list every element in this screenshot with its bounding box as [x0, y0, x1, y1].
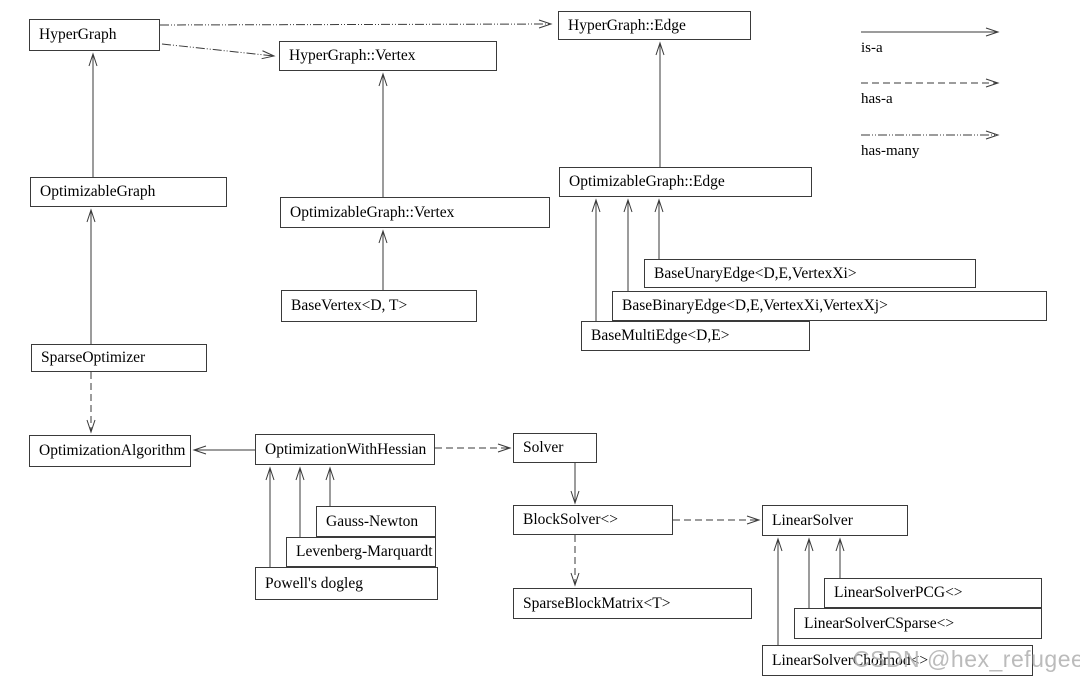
node-optimizablegraph-vertex: OptimizableGraph::Vertex [280, 197, 550, 228]
node-basebinaryedge: BaseBinaryEdge<D,E,VertexXi,VertexXj> [612, 291, 1047, 321]
hasmany-hypergraph-to-hypergraph-edge [159, 19, 553, 29]
node-baseunaryedge: BaseUnaryEdge<D,E,VertexXi> [644, 259, 976, 288]
node-optimizationalgorithm: OptimizationAlgorithm [29, 435, 191, 467]
node-linearsolver: LinearSolver [762, 505, 908, 536]
node-basevertex: BaseVertex<D, T> [281, 290, 477, 322]
node-linearsolvercsparse: LinearSolverCSparse<> [794, 608, 1042, 639]
legend-label-isa: is-a [861, 40, 883, 56]
legend-label-hasa: has-a [861, 91, 893, 107]
node-hypergraph-edge: HyperGraph::Edge [558, 11, 751, 40]
watermark-text: CSDN @hex_refugeeeee [853, 646, 1080, 672]
node-blocksolver: BlockSolver<> [513, 505, 673, 535]
node-sparseoptimizer: SparseOptimizer [31, 344, 207, 372]
legend-label-hasmany: has-many [861, 143, 920, 159]
node-levenberg-marquardt: Levenberg-Marquardt [286, 537, 436, 567]
node-solver: Solver [513, 433, 597, 463]
node-sparseblockmatrix: SparseBlockMatrix<T> [513, 588, 752, 619]
node-hypergraph-vertex: HyperGraph::Vertex [279, 41, 497, 71]
node-basemultiedge: BaseMultiEdge<D,E> [581, 321, 810, 351]
node-optimizablegraph-edge: OptimizableGraph::Edge [559, 167, 812, 197]
node-optimizationwithhessian: OptimizationWithHessian [255, 434, 435, 465]
hasmany-hypergraph-to-hypergraph-vertex [161, 43, 276, 60]
node-optimizablegraph: OptimizableGraph [30, 177, 227, 207]
node-linearsolvercholmod: LinearSolverCholmod<> [762, 645, 1033, 676]
node-powells-dogleg: Powell's dogleg [255, 567, 438, 600]
node-linearsolverpcg: LinearSolverPCG<> [824, 578, 1042, 608]
node-gauss-newton: Gauss-Newton [316, 506, 436, 537]
node-hypergraph: HyperGraph [29, 19, 160, 51]
